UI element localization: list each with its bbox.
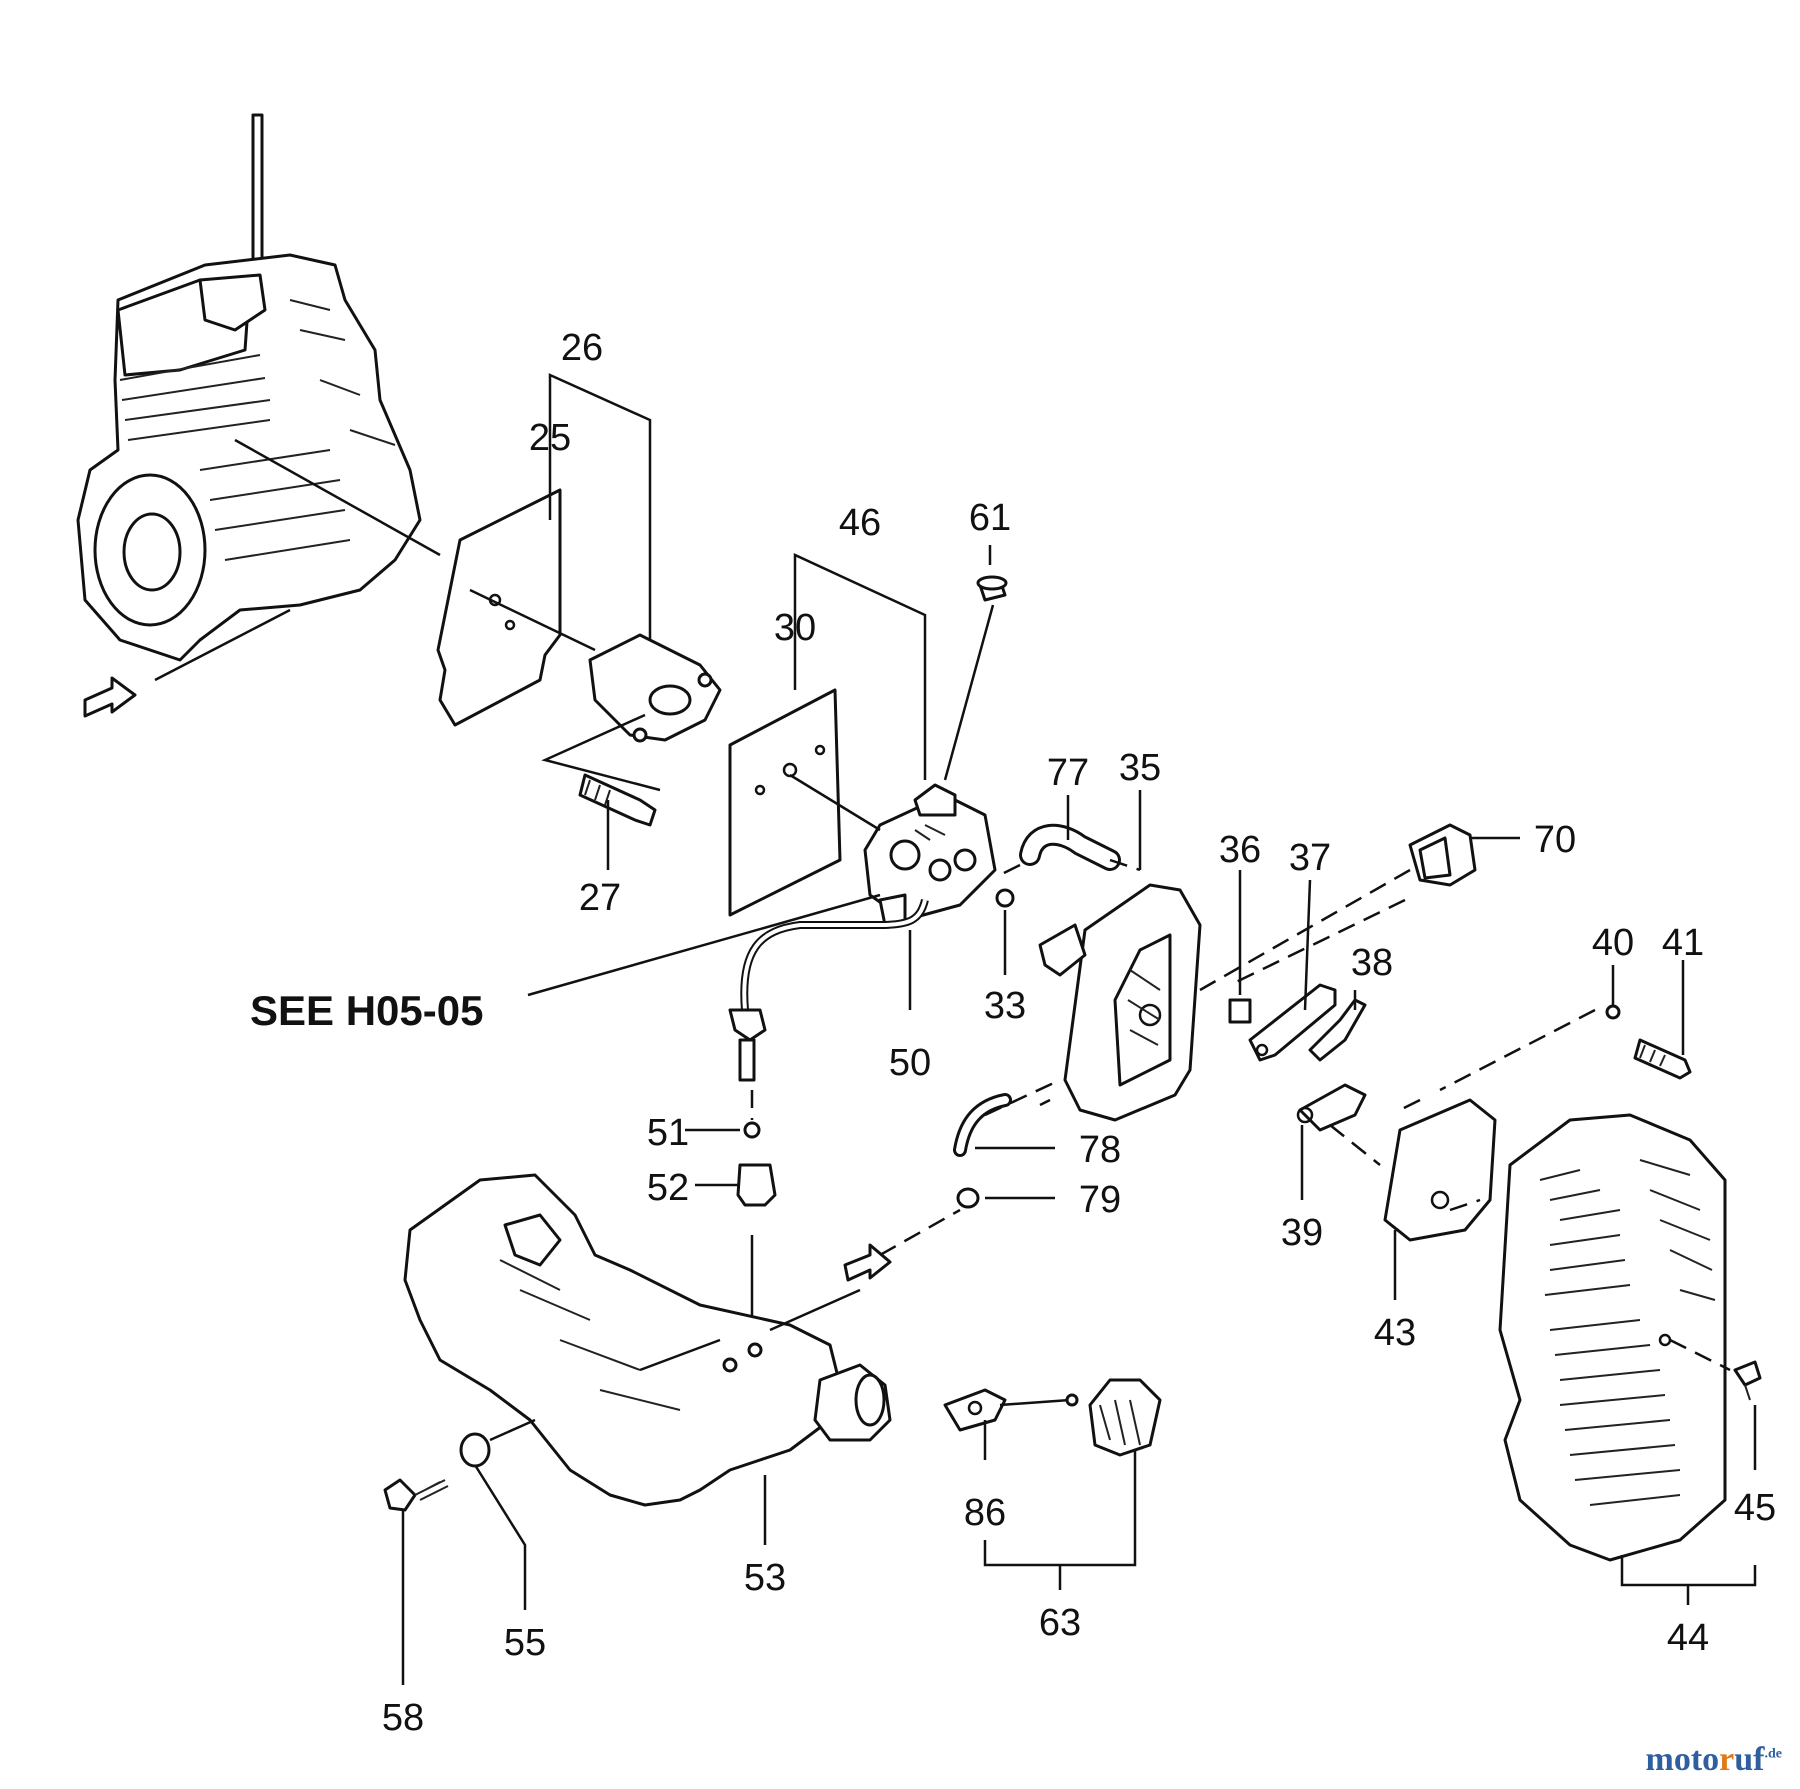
- label-37: 37: [1289, 837, 1331, 879]
- part-26-insulator: [588, 633, 722, 743]
- label-27: 27: [579, 877, 621, 919]
- label-55: 55: [504, 1622, 546, 1664]
- part-number-labels: 26 25 27 46 30 61 77 35 36 37 70 38 40 4…: [250, 327, 1776, 1739]
- part-79-fitting: [956, 1187, 980, 1209]
- label-77: 77: [1047, 752, 1089, 794]
- label-63: 63: [1039, 1602, 1081, 1644]
- label-30: 30: [774, 607, 816, 649]
- label-41: 41: [1662, 922, 1704, 964]
- part-39-bracket: [1296, 1083, 1367, 1132]
- label-79: 79: [1079, 1179, 1121, 1221]
- reference-note: SEE H05-05: [250, 987, 483, 1034]
- label-33: 33: [984, 985, 1026, 1027]
- label-86: 86: [964, 1492, 1006, 1534]
- part-70-connector: [1408, 823, 1477, 887]
- flow-arrow-icon: [83, 676, 137, 718]
- flow-arrow-icon: [843, 1243, 892, 1282]
- label-38: 38: [1351, 942, 1393, 984]
- part-45-screw: [1733, 1360, 1762, 1401]
- part-37-bracket: [1248, 983, 1337, 1062]
- part-50-fuel-line: [728, 898, 929, 1082]
- part-61-cap: [976, 575, 1008, 602]
- part-43-filter-element: [1383, 1098, 1497, 1242]
- label-50: 50: [889, 1042, 931, 1084]
- label-26: 26: [561, 327, 603, 369]
- part-35-air-cleaner-case: [1038, 883, 1202, 1122]
- label-43: 43: [1374, 1312, 1416, 1354]
- watermark-logo: motoruf.de: [1645, 1741, 1782, 1778]
- label-53: 53: [744, 1557, 786, 1599]
- part-77-hose: [1019, 823, 1121, 871]
- label-70: 70: [1534, 819, 1576, 861]
- label-51: 51: [647, 1112, 689, 1154]
- label-61: 61: [969, 497, 1011, 539]
- label-40: 40: [1592, 922, 1634, 964]
- label-45: 45: [1734, 1487, 1776, 1529]
- part-40-washer: [1605, 1004, 1621, 1020]
- label-35: 35: [1119, 747, 1161, 789]
- label-46: 46: [839, 502, 881, 544]
- part-41-screw: [1633, 1038, 1692, 1080]
- part-30-gasket: [728, 688, 842, 917]
- label-58: 58: [382, 1697, 424, 1739]
- part-86-lever: [943, 1388, 1079, 1432]
- engine-block: [76, 113, 422, 662]
- part-36-nut: [1228, 998, 1252, 1024]
- part-53-fuel-tank: [403, 1173, 892, 1507]
- part-78-hose: [953, 1093, 1012, 1157]
- part-33-washer: [995, 888, 1015, 908]
- part-55-grommet: [459, 1432, 491, 1468]
- part-27-bolt: [578, 773, 657, 827]
- label-39: 39: [1281, 1212, 1323, 1254]
- part-25-gasket: [436, 488, 596, 727]
- part-38-clip: [1308, 998, 1367, 1062]
- part-52-filter: [736, 1163, 777, 1207]
- label-25: 25: [529, 417, 571, 459]
- label-36: 36: [1219, 829, 1261, 871]
- carburetor: [863, 783, 997, 927]
- label-78: 78: [1079, 1129, 1121, 1171]
- part-58-screw: [383, 1478, 449, 1512]
- part-63-knob: [1088, 1378, 1162, 1457]
- part-44-air-cleaner-cover: [1498, 1113, 1727, 1562]
- part-51-oring: [743, 1121, 761, 1139]
- label-44: 44: [1667, 1617, 1709, 1659]
- label-52: 52: [647, 1167, 689, 1209]
